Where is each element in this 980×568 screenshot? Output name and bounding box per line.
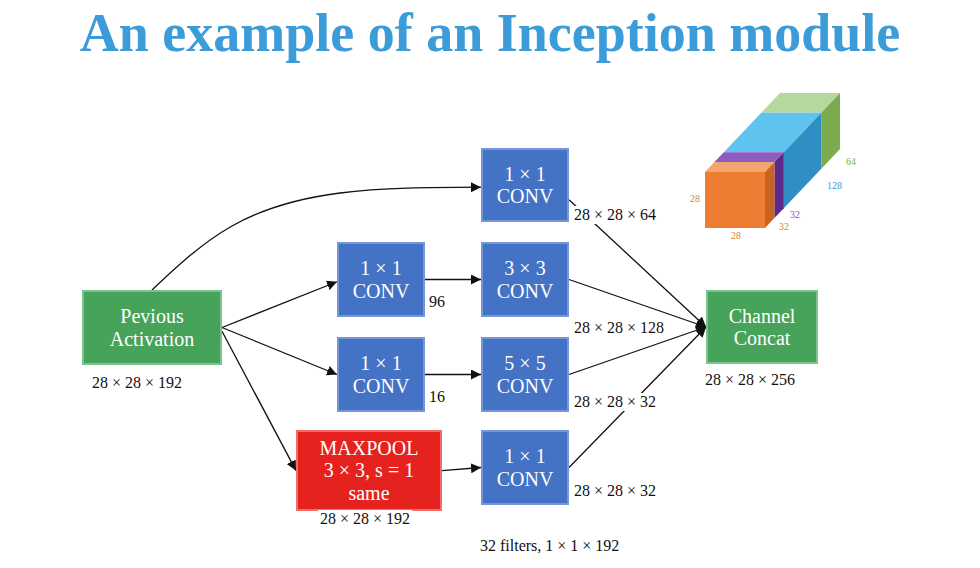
dimension-callout: 64 [844,156,858,168]
connector-arrow [569,200,706,327]
connector-arrow [569,327,706,468]
box-label: 1 × 1 CONV [487,445,563,490]
pool-box: MAXPOOL 3 × 3, s = 1 same [296,430,442,511]
box-label: Pevious Activation [88,305,216,350]
conv-box: 1 × 1 CONV [481,148,569,222]
connector-arrow [425,279,481,280]
dimension-label: 96 [427,293,447,311]
dimension-label: 16 [427,388,447,406]
dimension-callout: 28 [688,193,702,205]
cube-face [784,113,822,209]
dimension-label: 28 × 28 × 64 [572,206,658,224]
cube-face [821,93,840,169]
dimension-label: 28 × 28 × 256 [703,371,797,389]
connector-arrow [442,468,481,471]
concat-box: Channel Concat [706,290,818,364]
connector-arrow [425,374,481,375]
activation-box: Pevious Activation [82,290,222,365]
cube-face [774,152,783,218]
dimension-label: 28 × 28 × 192 [90,374,184,392]
conv-box: 5 × 5 CONV [481,337,569,412]
box-label: Channel Concat [712,305,812,350]
conv-box: 1 × 1 CONV [481,430,569,505]
box-label: 1 × 1 CONV [343,257,419,302]
conv-box: 1 × 1 CONV [337,337,425,412]
connector-arrow [152,187,481,290]
dimension-callout: 128 [825,180,844,192]
conv-box: 3 × 3 CONV [481,242,569,317]
box-label: 1 × 1 CONV [487,163,563,208]
dimension-callout: 32 [777,221,791,233]
connector-arrow [222,331,296,470]
box-label: 3 × 3 CONV [487,257,563,302]
cube-face [765,162,774,228]
conv-box: 1 × 1 CONV [337,242,425,317]
cube-face [705,172,765,228]
dimension-label: 28 × 28 × 128 [572,319,666,337]
dimension-callout: 32 [788,209,802,221]
dimension-label: 32 filters, 1 × 1 × 192 [478,537,621,555]
connector-arrow [222,282,337,328]
dimension-callout: 28 [729,230,743,242]
slide-title: An example of an Inception module [0,2,980,64]
box-label: MAXPOOL 3 × 3, s = 1 same [316,437,422,504]
cube-face [714,152,783,162]
box-label: 1 × 1 CONV [343,352,419,397]
dimension-label: 28 × 28 × 192 [318,510,412,528]
dimension-label: 28 × 28 × 32 [572,393,658,411]
dimension-label: 28 × 28 × 32 [572,482,658,500]
box-label: 5 × 5 CONV [487,352,563,397]
cube-face [705,162,774,172]
connector-arrow [222,328,337,375]
